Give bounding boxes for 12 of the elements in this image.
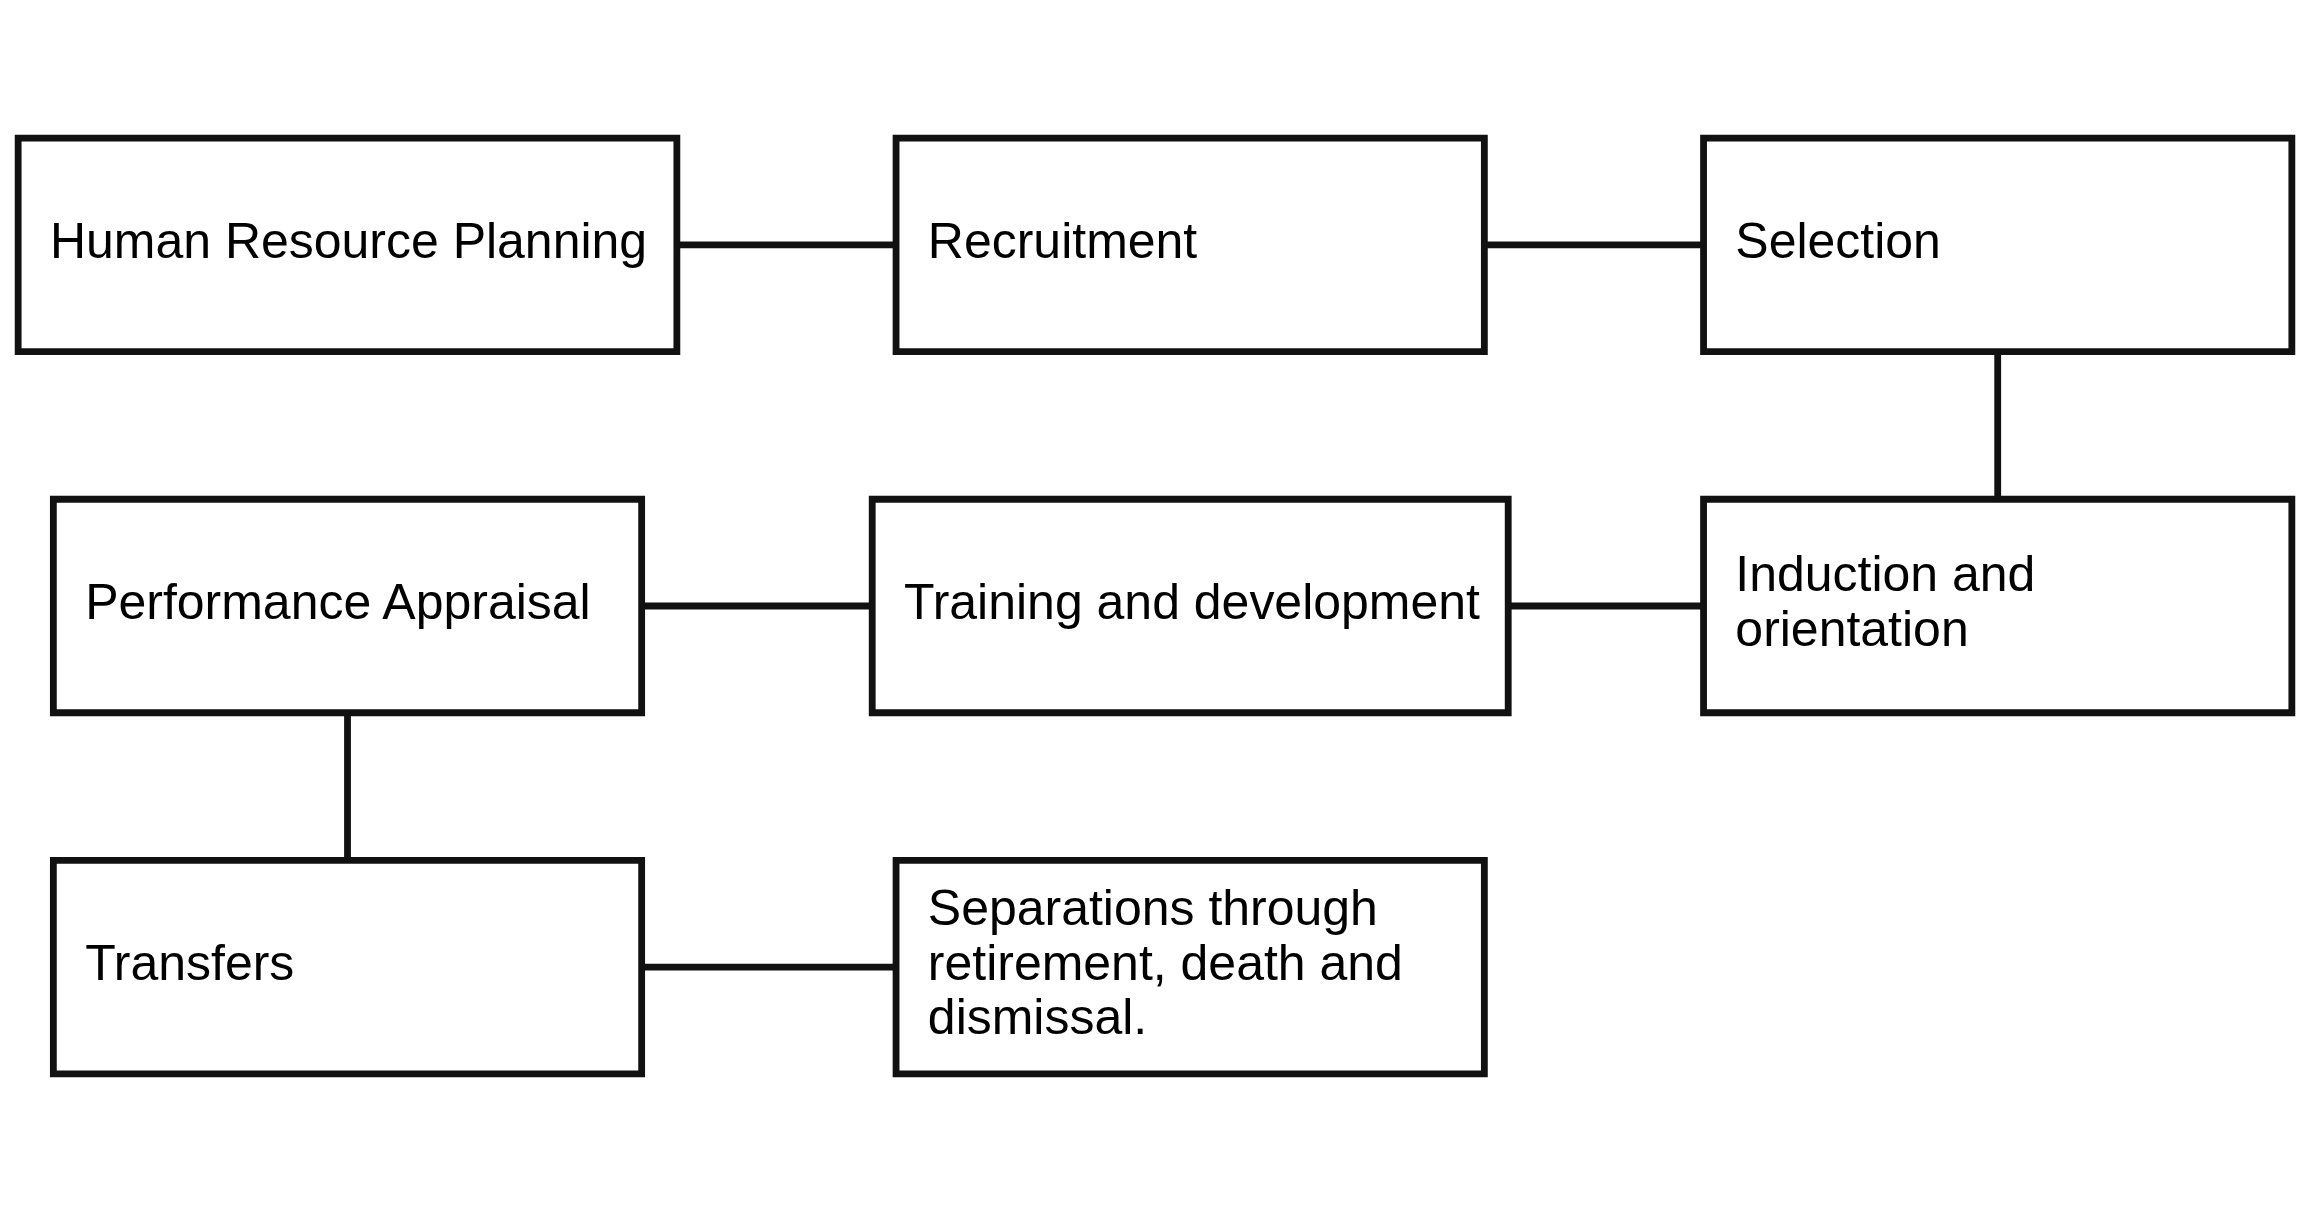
node-box: Human Resource Planning (14, 134, 681, 355)
connector (1508, 602, 1704, 609)
node-box: Recruitment (892, 134, 1488, 355)
node-box: Transfers (49, 856, 646, 1077)
connector (641, 963, 896, 971)
connector (1484, 240, 1704, 248)
node-box: Induction and orientation (1700, 495, 2296, 716)
node-box: Performance Appraisal (49, 495, 646, 716)
node-box: Separations through retirement, death and dismissal. (892, 856, 1488, 1077)
node-box: Training and development (868, 495, 1512, 716)
node-box: Selection (1700, 134, 2296, 355)
connector (677, 240, 896, 248)
